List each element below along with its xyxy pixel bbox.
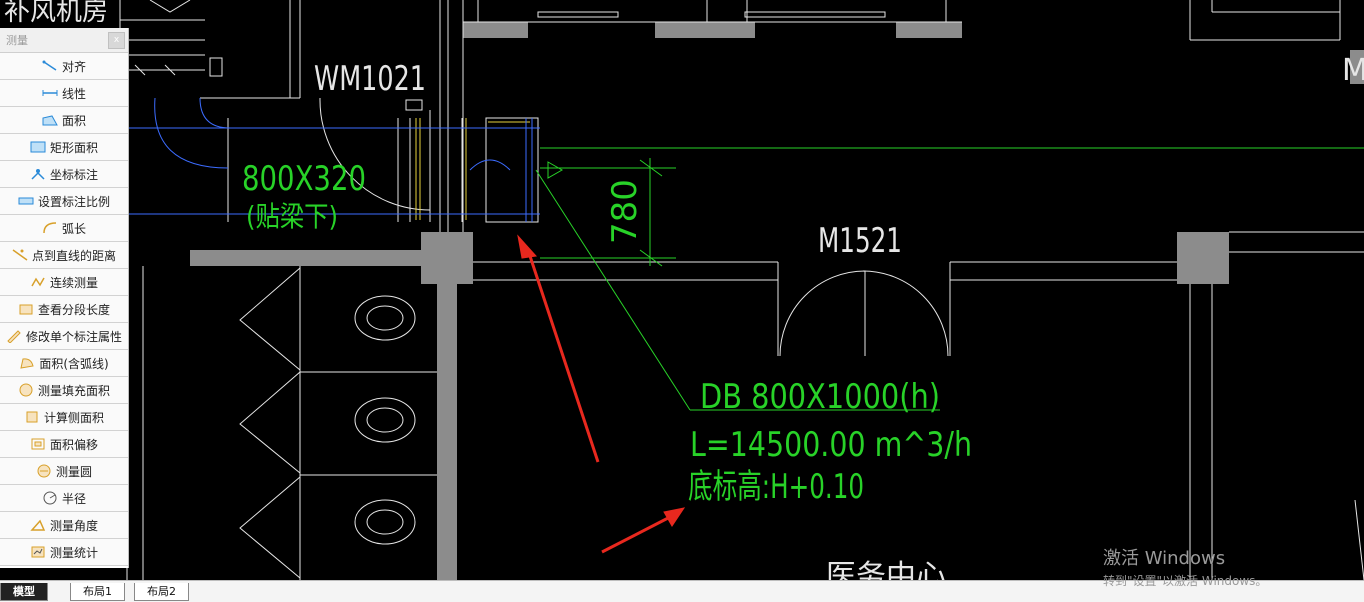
annotation-lines xyxy=(535,147,1364,411)
tool-item-linear[interactable]: 线性 xyxy=(0,80,128,107)
label-wm1021: WM1021 xyxy=(314,59,426,99)
tool-item-label: 设置标注比例 xyxy=(37,194,110,209)
align-icon xyxy=(42,59,58,73)
measure-tool-list: 对齐线性面积矩形面积坐标标注设置标注比例弧长点到直线的距离连续测量查看分段长度修… xyxy=(0,53,128,566)
tool-item-area[interactable]: 面积 xyxy=(0,107,128,134)
wall-segments xyxy=(190,22,1364,580)
close-icon[interactable]: x xyxy=(108,32,125,49)
tab-layout1[interactable]: 布局1 xyxy=(70,583,125,601)
tool-item-label: 坐标标注 xyxy=(49,167,98,182)
edit-dim-icon xyxy=(6,329,22,344)
tool-item-hatch-area[interactable]: 测量填充面积 xyxy=(0,377,128,404)
continuous-icon xyxy=(30,275,46,289)
tool-item-label: 点到直线的距离 xyxy=(31,248,116,263)
tab-layout2[interactable]: 布局2 xyxy=(134,583,189,601)
area-icon xyxy=(42,113,58,127)
tool-item-label: 弧长 xyxy=(61,221,86,236)
radius-icon xyxy=(42,491,58,505)
red-arrows xyxy=(517,234,686,554)
duct-centerlines xyxy=(128,97,540,222)
tool-item-rect-area[interactable]: 矩形面积 xyxy=(0,134,128,161)
tool-item-label: 测量角度 xyxy=(49,518,98,533)
label-m-right: M xyxy=(1342,53,1364,88)
layout-tab-bar: 模型 布局1 布局2 xyxy=(0,580,1364,602)
coordinate-icon xyxy=(30,167,46,181)
tool-item-label: 测量圆 xyxy=(55,464,92,479)
scale-icon xyxy=(18,194,34,208)
side-area-icon xyxy=(24,410,40,424)
tool-item-label: 计算侧面积 xyxy=(43,410,104,425)
measure-panel: 测量 x 对齐线性面积矩形面积坐标标注设置标注比例弧长点到直线的距离连续测量查看… xyxy=(0,28,129,568)
tool-item-angle[interactable]: 测量角度 xyxy=(0,512,128,539)
watermark-line1: 激活 Windows xyxy=(1103,548,1226,569)
measure-panel-title: 测量 xyxy=(6,34,28,47)
tool-item-point-line[interactable]: 点到直线的距离 xyxy=(0,242,128,269)
flow-label: L=14500.00 m^3/h xyxy=(690,425,972,465)
tool-item-circle[interactable]: 测量圆 xyxy=(0,458,128,485)
tool-item-label: 修改单个标注属性 xyxy=(25,329,122,344)
tool-item-label: 面积偏移 xyxy=(49,437,98,452)
tool-item-arc-length[interactable]: 弧长 xyxy=(0,215,128,242)
label-m1521: M1521 xyxy=(818,221,902,261)
tool-item-label: 测量填充面积 xyxy=(37,383,110,398)
rect-area-icon xyxy=(30,140,46,154)
measure-panel-header[interactable]: 测量 x xyxy=(0,28,128,53)
angle-icon xyxy=(30,518,46,532)
linear-icon xyxy=(42,86,58,100)
tool-item-align[interactable]: 对齐 xyxy=(0,53,128,80)
tool-item-label: 矩形面积 xyxy=(49,140,98,155)
tool-item-continuous[interactable]: 连续测量 xyxy=(0,269,128,296)
windows-activation-watermark: 激活 Windows 转到"设置"以激活 Windows。 xyxy=(1103,544,1267,589)
segment-icon xyxy=(18,302,34,316)
tool-item-stats[interactable]: 测量统计 xyxy=(0,539,128,566)
bottom-room-label: 医务中心 xyxy=(826,559,946,580)
tool-item-label: 面积 xyxy=(61,113,86,128)
tool-item-label: 线性 xyxy=(61,86,86,101)
elevation-label: 底标高:H+0.10 xyxy=(688,467,864,507)
tool-item-offset-area[interactable]: 面积偏移 xyxy=(0,431,128,458)
tool-item-label: 测量统计 xyxy=(49,545,98,560)
dimension-label: 780 xyxy=(605,179,645,244)
offset-area-icon xyxy=(30,437,46,451)
cad-drawing-canvas[interactable]: WM1021 补风机房 M M1521 800X320 (贴梁下) 780 DB… xyxy=(0,0,1364,580)
stats-icon xyxy=(30,545,46,559)
tool-item-radius[interactable]: 半径 xyxy=(0,485,128,512)
db-label: DB 800X1000(h) xyxy=(700,377,940,417)
tab-model[interactable]: 模型 xyxy=(0,583,48,601)
tool-item-label: 面积(含弧线) xyxy=(39,356,109,371)
tool-item-label: 连续测量 xyxy=(49,275,98,290)
duct-size-label: 800X320 xyxy=(242,159,366,199)
tool-item-scale[interactable]: 设置标注比例 xyxy=(0,188,128,215)
tool-item-label: 对齐 xyxy=(61,59,86,74)
arc-area-icon xyxy=(19,356,35,370)
watermark-line2: 转到"设置"以激活 Windows。 xyxy=(1103,574,1268,588)
duct-note-label: (贴梁下) xyxy=(246,200,338,233)
tool-item-arc-area[interactable]: 面积(含弧线) xyxy=(0,350,128,377)
label-top-left: 补风机房 xyxy=(4,0,108,27)
circle-icon xyxy=(36,464,52,478)
tool-item-side-area[interactable]: 计算侧面积 xyxy=(0,404,128,431)
tool-item-label: 查看分段长度 xyxy=(37,302,110,317)
hatch-area-icon xyxy=(18,383,34,397)
tool-item-segment[interactable]: 查看分段长度 xyxy=(0,296,128,323)
tool-item-edit-dim[interactable]: 修改单个标注属性 xyxy=(0,323,128,350)
point-line-icon xyxy=(12,248,28,262)
tool-item-coordinate[interactable]: 坐标标注 xyxy=(0,161,128,188)
arc-length-icon xyxy=(42,221,58,235)
tool-item-label: 半径 xyxy=(61,491,86,506)
